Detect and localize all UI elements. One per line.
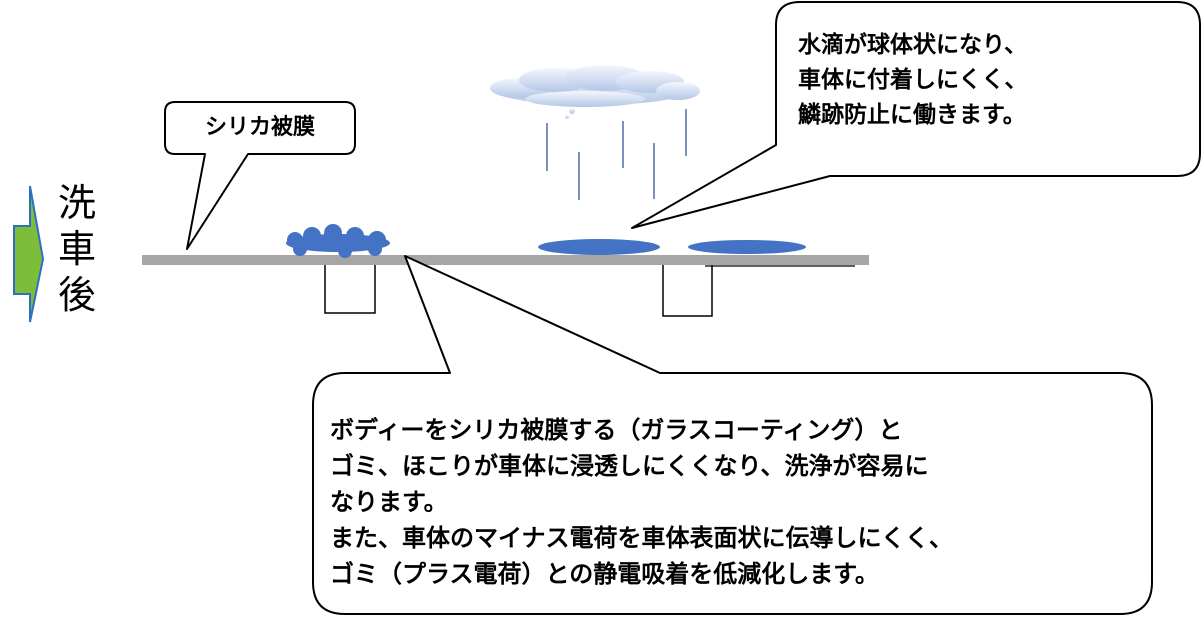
side-label-char: 車 — [57, 227, 96, 271]
body-coating-description: ボディーをシリカ被膜する（ガラスコーティング）と ゴミ、ほこりが車体に浸透しにく… — [330, 412, 1160, 592]
text-line: なります。 — [330, 488, 448, 516]
text-line: また、車体のマイナス電荷を車体表面状に伝導しにくく、 — [330, 524, 954, 552]
side-label-char: 洗 — [57, 181, 96, 225]
surface-pit-right — [662, 265, 713, 317]
dust-particle — [286, 224, 390, 258]
callout-bubble-body — [312, 255, 1153, 615]
rain-lines — [546, 109, 687, 200]
car-body-surface — [142, 255, 869, 265]
side-label-after-wash: 洗 車 後 — [52, 180, 102, 318]
cloud-icon — [490, 65, 700, 119]
water-droplet — [688, 240, 806, 254]
callout-bubble-silica — [164, 101, 356, 250]
text-line: ゴミ（プラス電荷）との静電吸着を低減化します。 — [330, 560, 879, 588]
silica-film-label: シリカ被膜 — [204, 115, 315, 140]
text-line: ボディーをシリカ被膜する（ガラスコーティング）と — [330, 416, 903, 444]
right-arrow-icon — [13, 185, 45, 323]
water-droplet — [538, 239, 660, 255]
text-line: 鱗跡防止に働きます。 — [798, 102, 1026, 128]
side-label-char: 後 — [57, 273, 96, 317]
surface-pit-left — [324, 265, 376, 314]
text-line: 水滴が球体状になり、 — [798, 32, 1028, 58]
water-drop-description: 水滴が球体状になり、 車体に付着しにくく、 鱗跡防止に働きます。 — [798, 28, 1178, 133]
text-line: ゴミ、ほこりが車体に浸透しにくくなり、洗浄が容易に — [330, 452, 929, 480]
callout-bubble-water — [631, 1, 1201, 229]
text-line: 車体に付着しにくく、 — [798, 67, 1028, 93]
